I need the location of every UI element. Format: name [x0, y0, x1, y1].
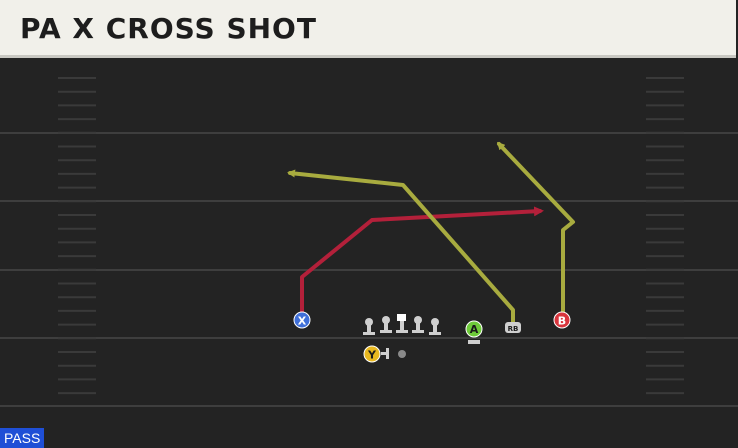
b-post-corner-route — [496, 141, 575, 318]
player-y: Y — [363, 345, 389, 363]
title-bar: PA X CROSS SHOT — [0, 0, 736, 58]
player-b-label: B — [558, 315, 566, 328]
hash-marks — [58, 77, 684, 395]
lineman-icon — [412, 316, 424, 333]
routes — [287, 141, 575, 324]
play-title: PA X CROSS SHOT — [20, 12, 317, 45]
rb-wheel-route — [287, 169, 515, 324]
player-rb-label: RB — [508, 325, 519, 333]
quarterback-icon — [398, 350, 406, 358]
offensive-line — [363, 314, 441, 335]
lineman-icon — [429, 318, 441, 335]
player-x: X — [293, 311, 311, 329]
player-y-label: Y — [367, 349, 377, 362]
player-b: B — [553, 311, 571, 329]
center-icon — [396, 314, 408, 333]
player-rb: RB — [505, 322, 521, 333]
x-cross-route — [300, 206, 544, 320]
play-type-badge: PASS — [0, 428, 45, 448]
lineman-icon — [380, 316, 392, 333]
yard-lines — [0, 132, 738, 407]
lineman-icon — [363, 318, 375, 335]
player-a-stance-icon — [468, 340, 480, 344]
player-a-label: A — [470, 323, 479, 336]
player-a: A — [465, 320, 483, 344]
player-x-label: X — [298, 315, 307, 328]
